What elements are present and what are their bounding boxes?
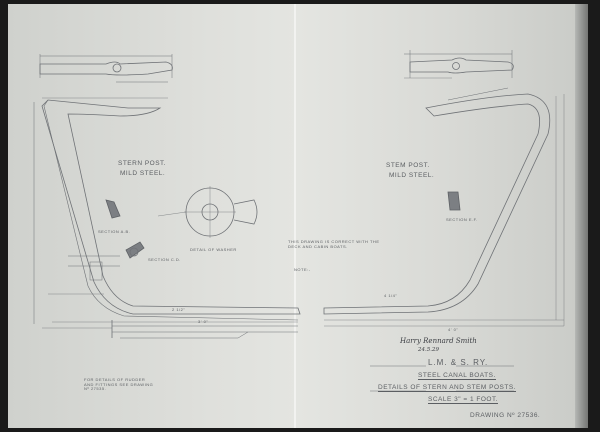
washer-detail: [157, 186, 258, 238]
drawing-number: DRAWING Nº 27536.: [470, 412, 541, 419]
sheet-fold-line: [294, 4, 296, 428]
dimension-label-c: 3' 0": [198, 319, 209, 324]
stem-post-material: MILD STEEL.: [389, 172, 435, 179]
reference-note: FOR DETAILS OF RUDDER AND FITTINGS SEE D…: [84, 377, 154, 392]
sheet-right-edge-shadow: [575, 4, 588, 428]
stern-post-title: STERN POST.: [118, 160, 167, 167]
section-ab-label: SECTION A.B.: [98, 229, 131, 234]
title-subject: STEEL CANAL BOATS.: [418, 372, 496, 381]
drawing-sheet: STERN POST. MILD STEEL. SECTION A.B. SEC…: [8, 4, 588, 428]
stem-post-title: STEM POST.: [386, 162, 430, 169]
section-details: [105, 191, 461, 259]
title-block-rules: [370, 365, 514, 392]
stern-post-material: MILD STEEL.: [120, 170, 166, 177]
stern-post-profile: [33, 97, 301, 339]
signature-name: Harry Rennard Smith: [400, 337, 477, 345]
title-company: L.M. & S. RY.: [428, 358, 489, 367]
washer-detail-label: DETAIL OF WASHER: [190, 247, 237, 252]
stern-post-top-detail: [39, 54, 173, 83]
dimension-label-d: 4' 0": [448, 327, 459, 332]
section-ef-label: SECTION E.F.: [446, 217, 478, 222]
stem-post-profile: [323, 87, 565, 327]
signature-date: 24.5.29: [418, 347, 439, 353]
title-scale: SCALE 3" = 1 FOOT.: [428, 396, 499, 405]
technical-drawing: [33, 50, 565, 392]
section-cd-label: SECTION C.D.: [148, 257, 181, 262]
general-note: THIS DRAWING IS CORRECT WITH THE DECK AN…: [288, 239, 380, 249]
note-heading: NOTE:-: [294, 267, 311, 272]
dimension-label-a: 2 1/2": [172, 307, 186, 312]
stem-post-top-detail: [404, 50, 514, 79]
dimension-label-b: 4 1/4": [384, 293, 398, 298]
title-description: DETAILS OF STERN AND STEM POSTS.: [378, 384, 516, 393]
